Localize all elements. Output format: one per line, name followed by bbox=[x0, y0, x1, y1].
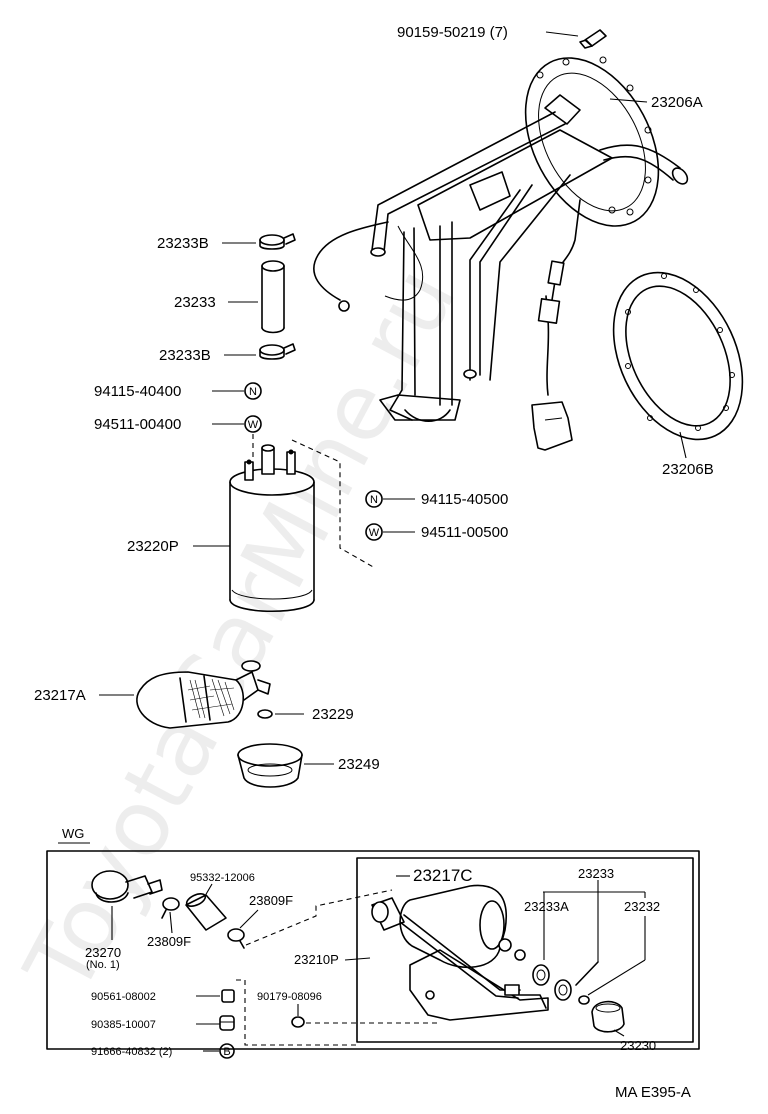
wg-title: WG bbox=[62, 826, 84, 841]
pump-assembly-23210P: 23217C bbox=[371, 866, 549, 1021]
cushion-23249: 23249 bbox=[237, 743, 380, 788]
label-23217A: 23217A bbox=[34, 687, 86, 704]
wg-frame bbox=[46, 850, 700, 1050]
label-23270-sub: (No. 1) bbox=[86, 959, 120, 971]
clip-23229: 23229 bbox=[257, 706, 354, 723]
symbol-b: B bbox=[223, 1046, 230, 1058]
label-23206A: 23206A bbox=[651, 94, 703, 111]
wg-section: WG 23270 (No. 1) 95332-12006 23809F bbox=[46, 826, 700, 1059]
label-90385-10007: 90385-10007 bbox=[91, 1019, 156, 1031]
label-94115-40400: 94115-40400 bbox=[94, 383, 181, 400]
symbol-nut-n-2: N bbox=[370, 494, 378, 506]
label-94115-40500: 94115-40500 bbox=[421, 491, 508, 508]
label-23217C: 23217C bbox=[413, 866, 473, 885]
hose-clamp-group: 23233B 23233 23233B bbox=[157, 233, 296, 364]
wg-right-parts: 23233 23233A 23232 23230 bbox=[524, 866, 660, 1053]
symbol-washer-w-1: W bbox=[248, 419, 259, 431]
label-23809F-a: 23809F bbox=[147, 934, 191, 949]
gasket-23206B: 23206B bbox=[612, 271, 744, 478]
label-23233-wg: 23233 bbox=[578, 866, 614, 881]
nut-washer-group: 94115-40400 N 94511-00400 W N 94115-4050… bbox=[94, 382, 508, 569]
hose-95332: 95332-12006 23809F 23809F bbox=[147, 872, 393, 949]
label-91666-40832: 91666-40832 (2) bbox=[91, 1046, 172, 1058]
label-23233A: 23233A bbox=[524, 899, 569, 914]
wg-small-parts: 23210P 90561-08002 90385-10007 91666-408… bbox=[91, 952, 440, 1059]
label-23233B-bottom: 23233B bbox=[159, 347, 211, 364]
symbol-washer-w-2: W bbox=[369, 527, 380, 539]
watermark: ToyotaCarMine.ru bbox=[4, 250, 476, 1011]
label-23233: 23233 bbox=[174, 294, 216, 311]
fuel-filter-23217A: 23217A bbox=[34, 660, 271, 729]
wg-inner-frame bbox=[356, 857, 694, 1043]
label-23210P: 23210P bbox=[294, 952, 339, 967]
label-23249: 23249 bbox=[338, 756, 380, 773]
label-23233B-top: 23233B bbox=[157, 235, 209, 252]
label-90179-08096: 90179-08096 bbox=[257, 991, 322, 1003]
label-90561-08002: 90561-08002 bbox=[91, 991, 156, 1003]
label-95332-12006: 95332-12006 bbox=[190, 872, 255, 884]
symbol-nut-n-1: N bbox=[249, 386, 257, 398]
label-90159-50219: 90159-50219 (7) bbox=[397, 24, 508, 41]
bolt-90159: 90159-50219 (7) bbox=[397, 24, 607, 49]
fuel-pump-bracket-23206A: 23206A bbox=[313, 56, 703, 451]
label-23229: 23229 bbox=[312, 706, 354, 723]
label-23270: 23270 bbox=[85, 945, 121, 960]
label-23220P: 23220P bbox=[127, 538, 179, 555]
label-23230: 23230 bbox=[620, 1038, 656, 1053]
figure-code: MA E395-A bbox=[615, 1084, 691, 1101]
label-23206B: 23206B bbox=[662, 461, 714, 478]
fuel-pump-23220P: 23220P bbox=[127, 444, 315, 612]
label-23809F-b: 23809F bbox=[249, 893, 293, 908]
label-23232: 23232 bbox=[624, 899, 660, 914]
valve-23270: 23270 (No. 1) bbox=[85, 870, 163, 971]
label-94511-00400: 94511-00400 bbox=[94, 416, 181, 433]
label-94511-00500: 94511-00500 bbox=[421, 524, 508, 541]
